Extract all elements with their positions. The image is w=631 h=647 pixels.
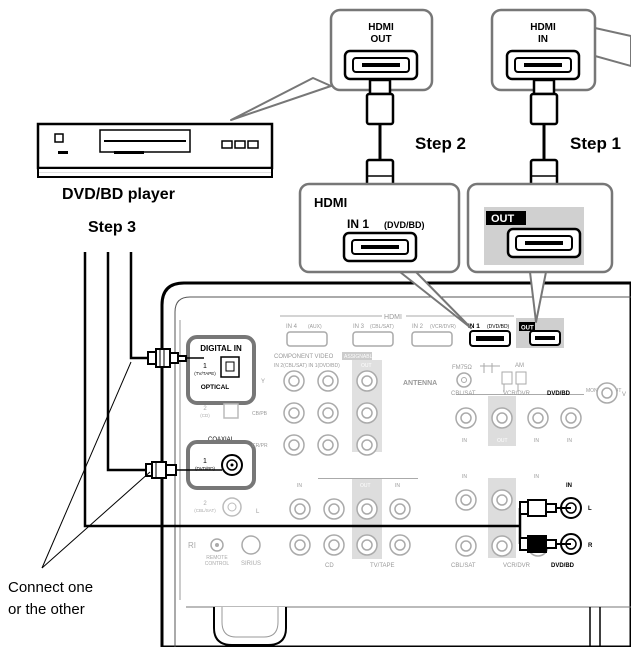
- svg-text:ASSIGNABLE: ASSIGNABLE: [344, 354, 376, 360]
- svg-text:FM75Ω: FM75Ω: [452, 365, 472, 371]
- svg-text:RI: RI: [188, 541, 196, 550]
- hdmi-in-line1: HDMI: [530, 22, 556, 33]
- callout-hdmi-in: HDMI IN: [492, 10, 631, 90]
- panel-hdmi-in1-note: (DVD/BD): [487, 324, 510, 330]
- panel-hdmi-in4-label: IN 4: [286, 324, 298, 330]
- svg-text:CONTROL: CONTROL: [205, 561, 230, 567]
- svg-text:IN: IN: [534, 438, 539, 444]
- connect-note-line1: Connect one: [8, 579, 93, 596]
- panel-hdmi-in4-port: [287, 332, 327, 346]
- panel-hdmi-in4-note: (AUX): [308, 324, 322, 330]
- svg-text:DVD/BD: DVD/BD: [547, 391, 571, 397]
- svg-text:IN 2(CBL/SAT) IN 1(DVD/BD): IN 2(CBL/SAT) IN 1(DVD/BD): [274, 363, 340, 369]
- hdmi-out-line1: HDMI: [368, 22, 394, 33]
- svg-text:IN: IN: [567, 438, 572, 444]
- svg-text:(TV/TAPE): (TV/TAPE): [194, 371, 216, 376]
- svg-text:ANTENNA: ANTENNA: [403, 380, 437, 387]
- svg-text:CB/PB: CB/PB: [252, 411, 268, 417]
- digital-in-label: DIGITAL IN: [200, 344, 242, 353]
- panel-hdmi-in3-port: [353, 332, 393, 346]
- step3-label: Step 3: [88, 219, 136, 236]
- connect-note-line2: or the other: [8, 601, 85, 618]
- optical-label: OPTICAL: [201, 384, 230, 391]
- receiver-in-title: HDMI: [314, 195, 347, 210]
- svg-text:CBL/SAT: CBL/SAT: [451, 563, 476, 569]
- svg-text:OUT: OUT: [497, 474, 508, 480]
- component-video-label: COMPONENT VIDEO: [274, 354, 334, 360]
- dvd-bd-player-label: DVD/BD player: [62, 186, 175, 203]
- svg-text:CBL/SAT: CBL/SAT: [451, 391, 476, 397]
- dvd-bd-player: [38, 124, 272, 177]
- svg-text:R: R: [588, 543, 593, 549]
- step2-label: Step 2: [415, 134, 466, 153]
- svg-text:IN: IN: [395, 483, 400, 489]
- svg-text:IN: IN: [297, 483, 302, 489]
- svg-text:VCR/DVR: VCR/DVR: [503, 563, 531, 569]
- svg-text:OUT: OUT: [360, 483, 371, 489]
- hdmi-out-line2: OUT: [370, 34, 391, 45]
- svg-text:(CD): (CD): [200, 413, 210, 418]
- hdmi-in-line2: IN: [538, 34, 548, 45]
- step1-label: Step 1: [570, 134, 621, 153]
- svg-text:Y: Y: [261, 379, 265, 385]
- svg-text:IN: IN: [462, 474, 467, 480]
- receiver-out-label: OUT: [491, 213, 515, 225]
- svg-text:IN: IN: [462, 438, 467, 444]
- receiver-in-note: (DVD/BD): [384, 220, 425, 230]
- svg-text:L: L: [588, 506, 592, 512]
- svg-text:AM: AM: [515, 363, 524, 369]
- svg-text:IN: IN: [534, 474, 539, 480]
- svg-text:CR/PR: CR/PR: [252, 443, 268, 449]
- panel-hdmi-in2-label: IN 2: [412, 324, 424, 330]
- receiver-in-port: IN 1: [347, 217, 369, 231]
- svg-text:V: V: [622, 392, 626, 398]
- svg-text:CD: CD: [325, 563, 334, 569]
- svg-text:(CBL/SAT): (CBL/SAT): [194, 508, 216, 513]
- connect-note-pointers: [42, 362, 150, 568]
- svg-text:OUT: OUT: [497, 438, 508, 444]
- panel-hdmi-in2-note: (VCR/DVR): [430, 324, 456, 330]
- svg-text:1: 1: [203, 458, 207, 465]
- panel-hdmi-in3-note: (CBL/SAT): [370, 324, 394, 330]
- callout-hdmi-out: HDMI OUT: [231, 10, 432, 120]
- audio-in-label: IN: [566, 483, 572, 489]
- panel-hdmi-in3-label: IN 3: [353, 324, 365, 330]
- panel-hdmi-in2-port: [412, 332, 452, 346]
- svg-text:1: 1: [203, 363, 207, 370]
- svg-text:DVD/BD: DVD/BD: [551, 563, 575, 569]
- panel-hdmi-header: HDMI: [384, 314, 402, 321]
- svg-text:TV/TAPE: TV/TAPE: [370, 563, 395, 569]
- svg-text:OUT: OUT: [361, 363, 372, 369]
- svg-text:SIRIUS: SIRIUS: [241, 561, 261, 567]
